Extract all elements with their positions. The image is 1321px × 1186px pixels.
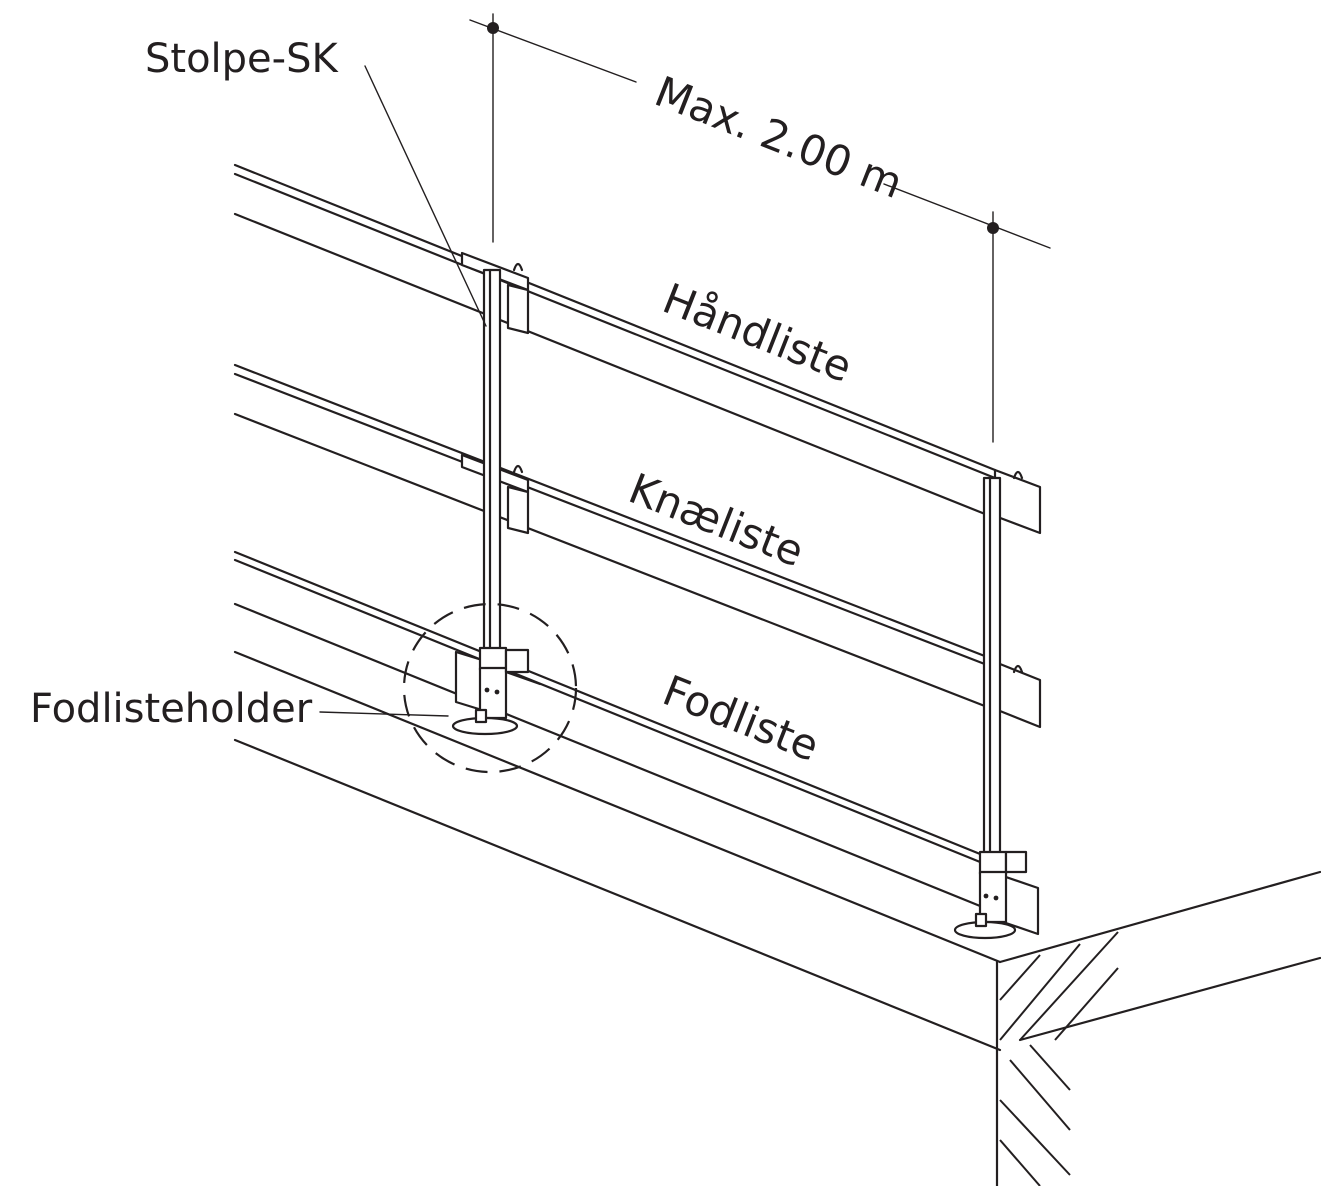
detail-circle — [402, 602, 578, 774]
slab — [233, 650, 1321, 1186]
post-left — [451, 251, 542, 736]
hand-rail — [233, 163, 997, 520]
label-max-span: Max. 2.00 m — [648, 67, 909, 208]
slab-hatching — [999, 931, 1119, 1186]
post-right — [953, 468, 1042, 940]
label-post: Stolpe-SK — [145, 36, 339, 82]
leader-toe-board-holder — [319, 711, 449, 717]
label-toe-board-holder: Fodlisteholder — [30, 686, 313, 732]
toe-board — [233, 550, 987, 910]
label-toe-board: Fodliste — [656, 666, 825, 771]
leader-post — [364, 65, 487, 327]
knee-rail — [233, 363, 997, 712]
dimension-max-span — [469, 13, 1051, 443]
